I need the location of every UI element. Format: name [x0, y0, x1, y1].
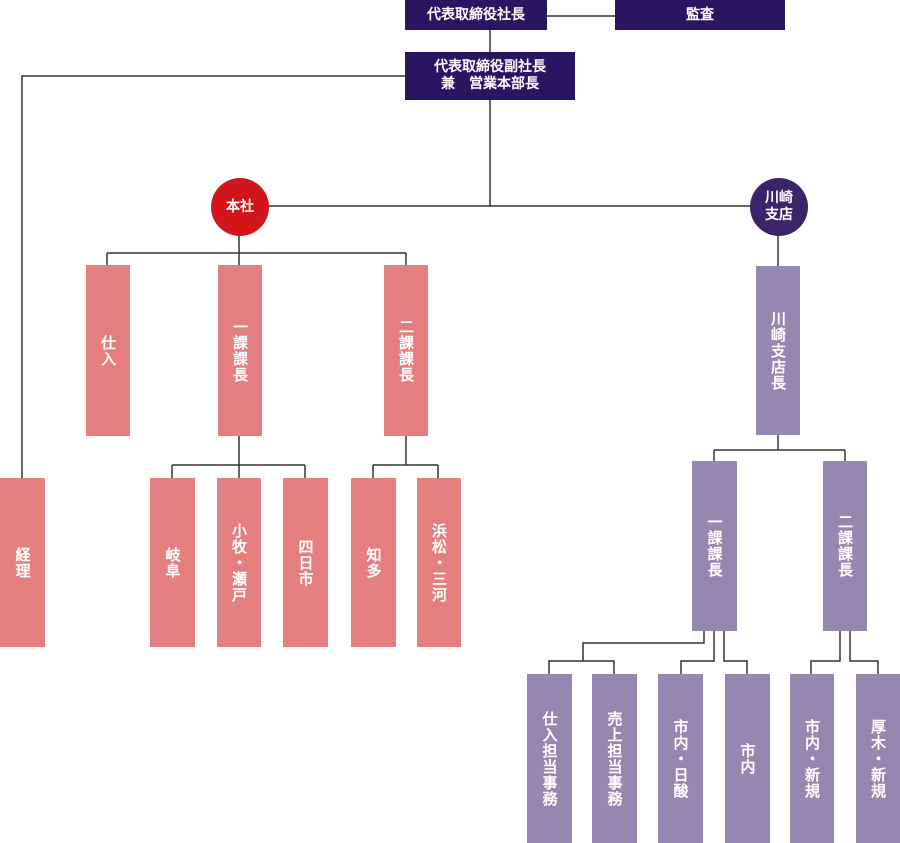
kawasaki-section1-box: 一課課長	[692, 461, 737, 631]
kawasaki-unit-sales-admin: 売上担当事務	[592, 674, 637, 843]
kawasaki-manager-label: 川崎支店長	[769, 310, 787, 391]
kawasaki-unit-label: 仕入担当事務	[540, 710, 559, 807]
kawasaki-unit-atsugi-new: 厚木・新規	[856, 674, 900, 843]
honsha-unit-chita: 知多	[351, 478, 396, 647]
honsha-section1-label: 一課課長	[231, 318, 249, 383]
vice-president-box: 代表取締役副社長 兼 営業本部長	[405, 52, 575, 100]
accounting-label: 経理	[13, 546, 32, 579]
kawasaki-section2-box: 二課課長	[823, 461, 867, 631]
honsha-section2-label: 二課課長	[397, 318, 415, 383]
honsha-unit-label: 知多	[364, 546, 383, 579]
honsha-section1-box: 一課課長	[218, 265, 262, 436]
kawasaki-section1-label: 一課課長	[705, 514, 724, 578]
honsha-unit-gifu: 岐阜	[150, 478, 195, 647]
honsha-unit-hamamatsu-mikawa: 浜松・三河	[417, 478, 461, 647]
honsha-unit-label: 小牧・瀬戸	[230, 522, 248, 603]
honsha-circle: 本社	[211, 178, 269, 236]
kawasaki-unit-label: 市内・日酸	[671, 718, 690, 799]
audit-box: 監査	[615, 0, 785, 30]
audit-label: 監査	[686, 6, 714, 23]
kawasaki-circle: 川崎 支店	[750, 178, 808, 236]
president-box: 代表取締役社長	[405, 0, 547, 30]
kawasaki-unit-purchasing-admin: 仕入担当事務	[527, 674, 572, 843]
vice-president-label-line1: 代表取締役副社長	[434, 59, 546, 75]
kawasaki-label-line2: 支店	[765, 207, 793, 223]
kawasaki-label-line1: 川崎	[765, 190, 793, 206]
kawasaki-manager-box: 川崎支店長	[756, 266, 800, 435]
honsha-purchasing-label: 仕入	[99, 334, 117, 367]
kawasaki-unit-label: 市内	[738, 742, 757, 775]
kawasaki-unit-city: 市内	[725, 674, 770, 843]
kawasaki-unit-city-nissan: 市内・日酸	[658, 674, 703, 843]
honsha-unit-label: 四日市	[296, 538, 315, 587]
honsha-unit-yokkaichi: 四日市	[283, 478, 328, 647]
honsha-label: 本社	[226, 198, 254, 215]
kawasaki-unit-label: 厚木・新規	[869, 718, 887, 799]
honsha-unit-label: 岐阜	[163, 546, 182, 579]
honsha-purchasing-box: 仕入	[86, 265, 130, 436]
kawasaki-section2-label: 二課課長	[836, 514, 854, 578]
kawasaki-unit-city-new: 市内・新規	[790, 674, 834, 843]
president-label: 代表取締役社長	[427, 6, 525, 23]
vice-president-label-line2: 兼 営業本部長	[441, 76, 539, 92]
honsha-unit-komaki-seto: 小牧・瀬戸	[217, 478, 261, 647]
honsha-section2-box: 二課課長	[384, 265, 428, 436]
honsha-unit-label: 浜松・三河	[430, 522, 448, 603]
kawasaki-unit-label: 市内・新規	[803, 718, 821, 799]
accounting-box: 経理	[0, 478, 45, 647]
kawasaki-unit-label: 売上担当事務	[605, 710, 624, 807]
